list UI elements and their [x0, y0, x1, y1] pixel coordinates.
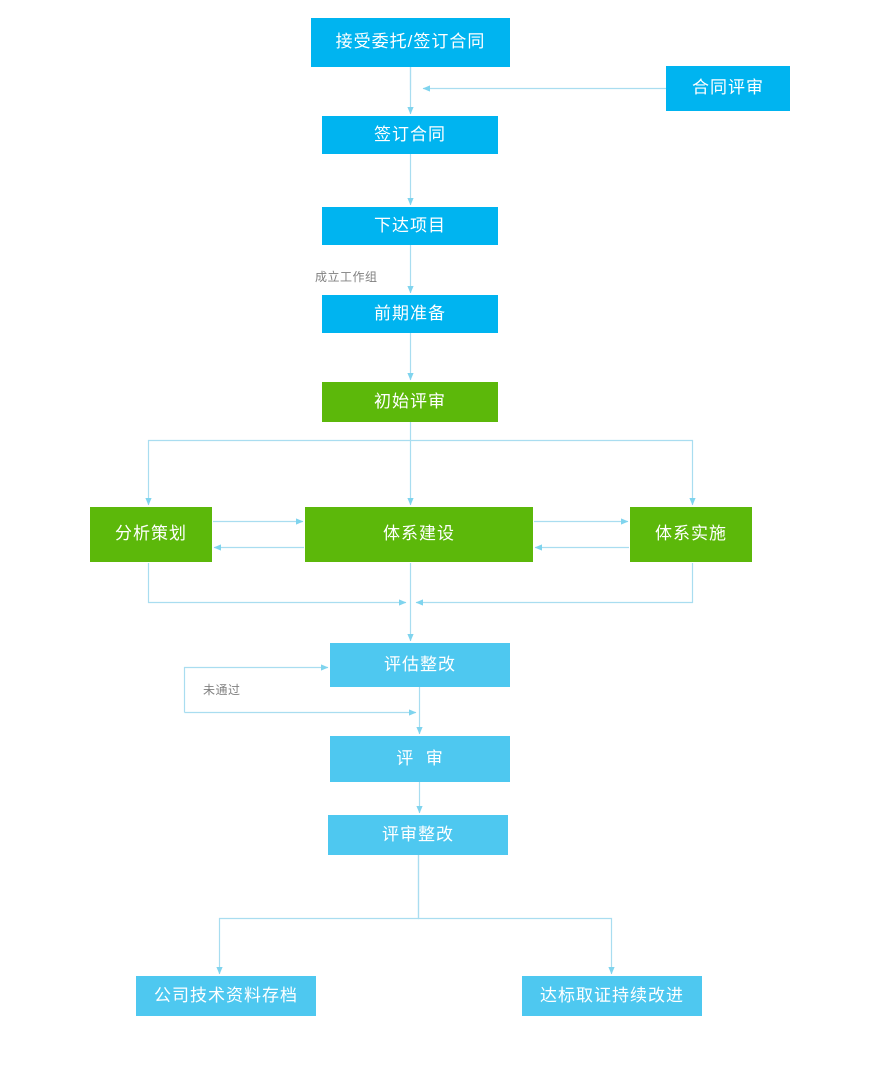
edge-initial-to-implement — [410, 439, 696, 506]
edge-label-form-team: 成立工作组 — [315, 270, 378, 284]
edge-analyze-bottom-bus — [147, 563, 407, 606]
node-label: 评审整改 — [382, 824, 454, 844]
node-label: 签订合同 — [374, 124, 446, 144]
node-label: 达标取证持续改进 — [540, 985, 684, 1005]
node-review-rectification[interactable]: 评审整改 — [328, 815, 508, 855]
node-label: 评 审 — [396, 748, 444, 768]
edge-initial-to-analyze — [145, 439, 411, 506]
node-assessment-rectification[interactable]: 评估整改 — [330, 643, 510, 687]
edge-final-fix-to-certify — [417, 855, 615, 975]
node-preparation[interactable]: 前期准备 — [322, 295, 498, 333]
node-label: 初始评审 — [374, 391, 446, 411]
node-sign-contract[interactable]: 签订合同 — [322, 116, 498, 154]
node-archive-technical-docs[interactable]: 公司技术资料存档 — [136, 976, 316, 1016]
node-label: 公司技术资料存档 — [154, 985, 298, 1005]
node-label: 体系实施 — [655, 524, 727, 544]
node-label: 前期准备 — [374, 303, 446, 323]
node-label: 分析策划 — [115, 524, 187, 544]
node-analysis-planning[interactable]: 分析策划 — [90, 507, 212, 562]
edge-label-not-passed: 未通过 — [203, 683, 241, 697]
node-initial-review[interactable]: 初始评审 — [322, 382, 498, 422]
node-contract-review[interactable]: 合同评审 — [666, 66, 790, 111]
node-label: 接受委托/签订合同 — [335, 32, 486, 52]
node-system-construction[interactable]: 体系建设 — [305, 507, 533, 562]
node-label: 评估整改 — [384, 654, 456, 674]
node-label: 下达项目 — [374, 215, 446, 235]
edge-final-fix-to-archive — [216, 855, 420, 975]
node-assessment[interactable]: 评 审 — [330, 736, 510, 782]
node-label: 合同评审 — [692, 78, 764, 98]
node-label: 体系建设 — [383, 524, 455, 544]
node-accept-commission[interactable]: 接受委托/签订合同 — [311, 18, 510, 67]
edge-implement-bottom-bus — [415, 563, 694, 606]
node-system-implementation[interactable]: 体系实施 — [630, 507, 752, 562]
node-certification-improvement[interactable]: 达标取证持续改进 — [522, 976, 702, 1016]
node-assign-project[interactable]: 下达项目 — [322, 207, 498, 245]
